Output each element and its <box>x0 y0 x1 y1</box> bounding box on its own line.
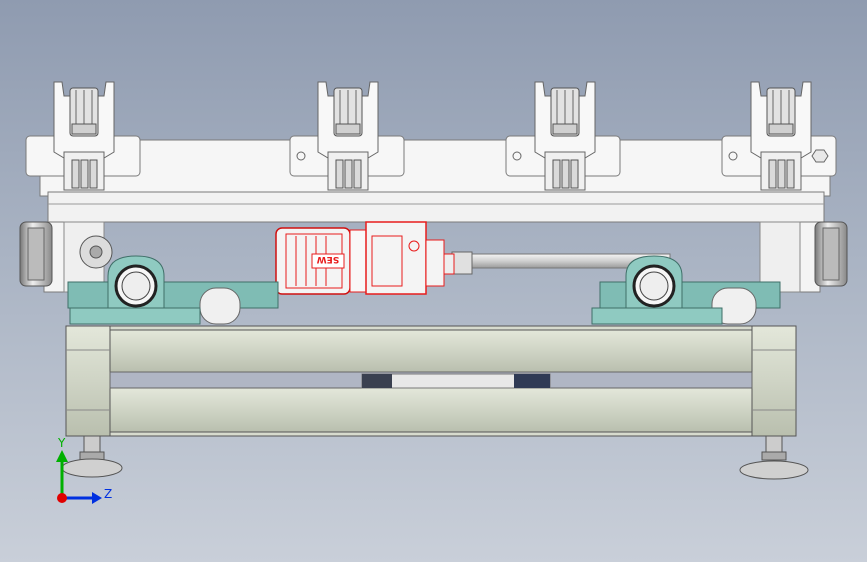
clamp-unit-2 <box>317 81 379 191</box>
drive-shaft <box>439 251 671 275</box>
motor-brand-label: SEW <box>317 254 340 264</box>
clamp-unit-3 <box>534 81 596 191</box>
axis-z-label: Z <box>104 487 113 501</box>
clamp-unit-4 <box>750 81 812 191</box>
clamp-unit-1 <box>53 81 115 191</box>
plate-holes <box>296 151 738 161</box>
axis-triad-icon <box>56 450 102 504</box>
lower-rail-frame <box>65 325 797 437</box>
right-end-roller <box>814 221 848 287</box>
hexagon-nut-icon <box>811 149 829 163</box>
pillow-block-left <box>67 255 279 325</box>
leveling-foot-left <box>61 435 123 478</box>
left-end-roller <box>19 221 53 287</box>
leveling-foot-right <box>739 435 809 480</box>
pillow-block-right <box>591 255 781 325</box>
gear-motor: SEW <box>275 221 455 295</box>
left-sprocket <box>79 235 113 269</box>
axis-y-label: Y <box>58 436 66 450</box>
upper-frame <box>39 139 831 293</box>
